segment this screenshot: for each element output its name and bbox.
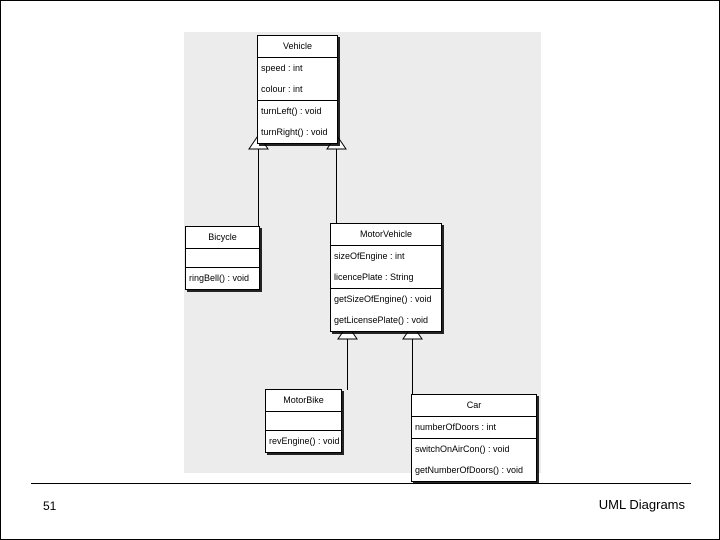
uml-operations-motorvehicle: getSizeOfEngine() : void getLicensePlate… (331, 289, 441, 331)
uml-operation-row: getSizeOfEngine() : void (334, 294, 432, 304)
uml-attribute-row: numberOfDoors : int (415, 422, 497, 432)
generalization-line-car-motorvehicle (412, 339, 413, 395)
uml-attributes-bicycle (186, 249, 259, 268)
uml-class-name-motorbike: MotorBike (266, 390, 341, 412)
uml-class-bicycle[interactable]: Bicycle ringBell() : void (185, 226, 260, 290)
uml-operations-vehicle: turnLeft() : void turnRight() : void (258, 101, 337, 143)
generalization-line-motorbike-motorvehicle (347, 339, 348, 390)
uml-class-name-car: Car (412, 395, 536, 417)
uml-class-motorbike[interactable]: MotorBike revEngine() : void (265, 389, 342, 453)
uml-class-name-vehicle: Vehicle (258, 36, 337, 58)
uml-operations-motorbike: revEngine() : void (266, 431, 341, 452)
uml-attributes-vehicle: speed : int colour : int (258, 58, 337, 101)
page-number: 51 (43, 499, 57, 513)
uml-attributes-motorbike (266, 412, 341, 431)
uml-attribute-row: sizeOfEngine : int (334, 251, 405, 261)
uml-operation-row: switchOnAirCon() : void (415, 444, 510, 454)
uml-class-name-motorvehicle: MotorVehicle (331, 224, 441, 246)
uml-class-name-bicycle: Bicycle (186, 227, 259, 249)
uml-operation-row: turnLeft() : void (261, 106, 322, 116)
uml-operation-row: ringBell() : void (189, 273, 250, 283)
uml-operation-row: turnRight() : void (261, 127, 328, 137)
uml-attribute-row: speed : int (261, 63, 303, 73)
footer-divider (31, 483, 691, 484)
uml-operations-car: switchOnAirCon() : void getNumberOfDoors… (412, 439, 536, 481)
generalization-arrow-motorbike-motorvehicle (337, 324, 358, 340)
uml-operation-row: getNumberOfDoors() : void (415, 465, 524, 475)
uml-attribute-row: colour : int (261, 84, 303, 94)
uml-class-vehicle[interactable]: Vehicle speed : int colour : int turnLef… (257, 35, 338, 144)
uml-class-car[interactable]: Car numberOfDoors : int switchOnAirCon()… (411, 394, 537, 482)
uml-operation-row: getLicensePlate() : void (334, 315, 429, 325)
generalization-line-bicycle-vehicle (258, 149, 259, 227)
uml-attributes-car: numberOfDoors : int (412, 417, 536, 439)
generalization-line-motorvehicle-vehicle (336, 149, 337, 226)
uml-class-motorvehicle[interactable]: MotorVehicle sizeOfEngine : int licenceP… (330, 223, 442, 332)
uml-attribute-row: licencePlate : String (334, 272, 414, 282)
uml-operation-row: revEngine() : void (269, 436, 340, 446)
generalization-arrow-car-motorvehicle (402, 324, 423, 340)
uml-attributes-motorvehicle: sizeOfEngine : int licencePlate : String (331, 246, 441, 289)
footer-title: UML Diagrams (598, 497, 685, 512)
uml-operations-bicycle: ringBell() : void (186, 268, 259, 289)
